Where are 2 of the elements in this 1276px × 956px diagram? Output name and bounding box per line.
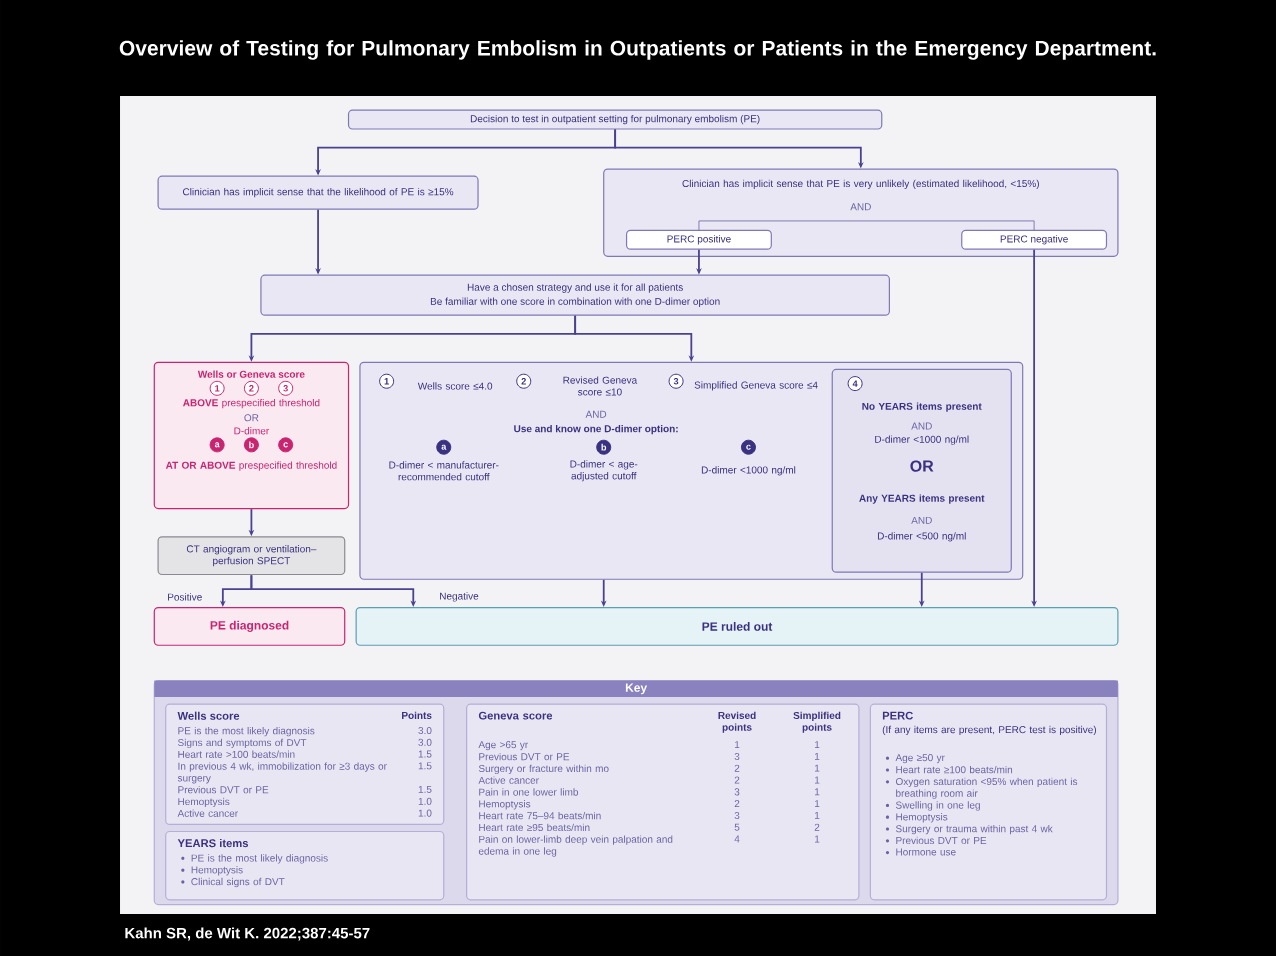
arrow xyxy=(250,574,417,607)
title: Overview of Testing for Pulmonary Embolism in Outpatients or Patients in the Emergency Department. xyxy=(119,40,1156,60)
